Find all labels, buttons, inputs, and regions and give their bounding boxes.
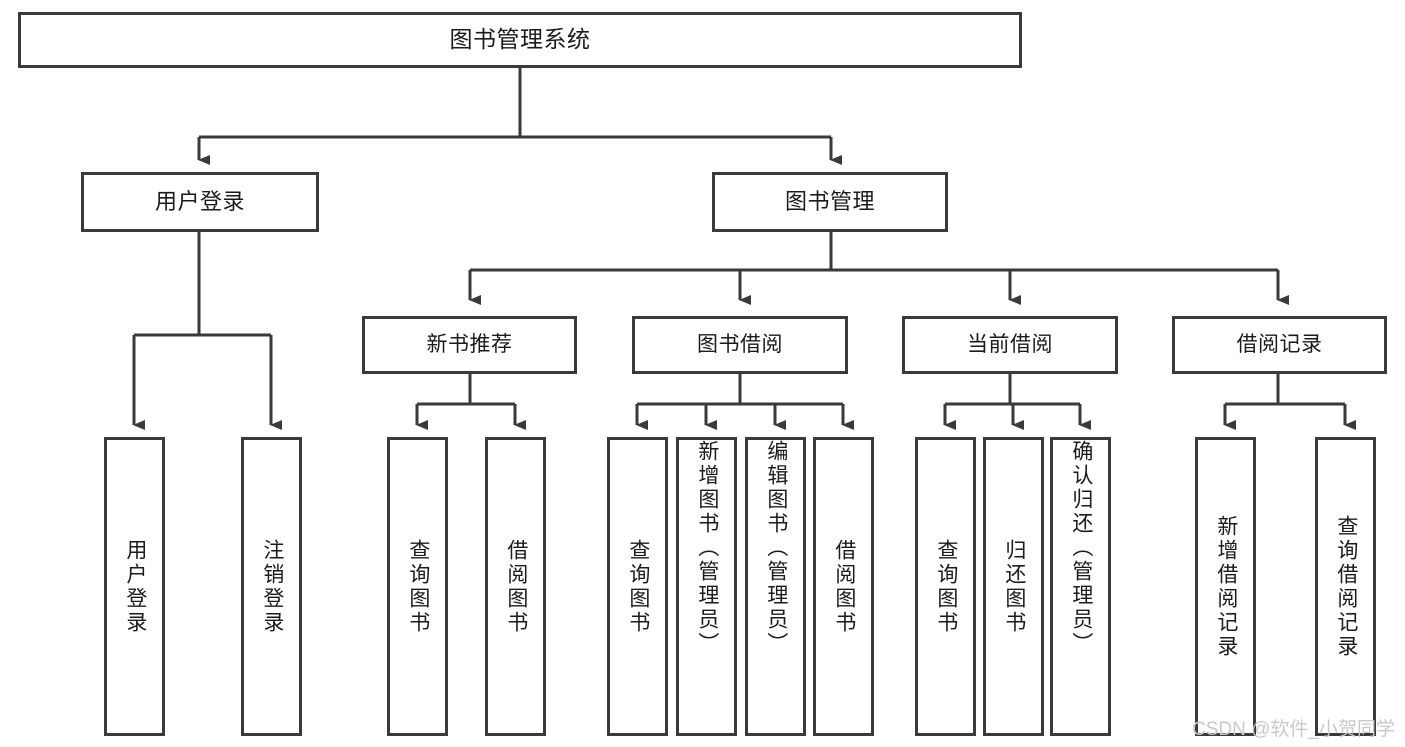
node-leaf-query-book-3[interactable]: 查询图书 [915, 437, 976, 736]
node-borrow-record-label: 借阅记录 [1236, 332, 1323, 356]
node-book-management[interactable]: 图书管理 [712, 172, 948, 232]
node-leaf-logout-login[interactable]: 注销登录 [241, 437, 302, 736]
node-leaf-confirm-return[interactable]: 确认归还（管理员） [1050, 437, 1111, 736]
node-leaf-edit-book-label: 编辑图书（管理员） [764, 440, 788, 656]
node-leaf-add-book-label: 新增图书（管理员） [695, 440, 719, 656]
node-leaf-edit-book[interactable]: 编辑图书（管理员） [745, 437, 806, 736]
node-book-management-label: 图书管理 [784, 189, 875, 215]
node-leaf-borrow-book-2-label: 借阅图书 [832, 538, 856, 635]
node-user-login[interactable]: 用户登录 [81, 172, 319, 232]
node-leaf-add-record[interactable]: 新增借阅记录 [1195, 437, 1256, 736]
node-leaf-logout-login-label: 注销登录 [260, 538, 284, 635]
node-leaf-user-login-label: 用户登录 [123, 538, 147, 635]
node-leaf-add-record-label: 新增借阅记录 [1214, 514, 1238, 659]
node-leaf-borrow-book-2[interactable]: 借阅图书 [813, 437, 874, 736]
node-leaf-query-book-2-label: 查询图书 [626, 538, 650, 635]
node-book-borrow-label: 图书借阅 [697, 332, 783, 356]
node-current-borrow-label: 当前借阅 [967, 332, 1053, 356]
node-leaf-query-book-2[interactable]: 查询图书 [607, 437, 668, 736]
node-leaf-query-book-1-label: 查询图书 [406, 538, 430, 635]
node-leaf-borrow-book-1[interactable]: 借阅图书 [485, 437, 546, 736]
node-leaf-return-book[interactable]: 归还图书 [983, 437, 1044, 736]
node-leaf-query-book-3-label: 查询图书 [934, 538, 958, 635]
node-leaf-return-book-label: 归还图书 [1002, 538, 1026, 635]
node-user-login-label: 用户登录 [154, 189, 245, 215]
node-current-borrow[interactable]: 当前借阅 [902, 316, 1118, 374]
node-root[interactable]: 图书管理系统 [18, 12, 1022, 68]
node-root-label: 图书管理系统 [449, 26, 591, 53]
node-new-book-recommend[interactable]: 新书推荐 [362, 316, 577, 374]
node-leaf-user-login[interactable]: 用户登录 [104, 437, 165, 736]
csdn-watermark: CSDN @软件_小贺同学 [1192, 719, 1395, 740]
node-leaf-query-book-1[interactable]: 查询图书 [387, 437, 448, 736]
node-leaf-query-record[interactable]: 查询借阅记录 [1315, 437, 1376, 736]
node-leaf-borrow-book-1-label: 借阅图书 [504, 538, 528, 635]
node-leaf-confirm-return-label: 确认归还（管理员） [1069, 440, 1093, 656]
node-new-book-recommend-label: 新书推荐 [426, 332, 513, 356]
node-leaf-add-book[interactable]: 新增图书（管理员） [676, 437, 737, 736]
node-borrow-record[interactable]: 借阅记录 [1172, 316, 1387, 374]
node-book-borrow[interactable]: 图书借阅 [632, 316, 848, 374]
node-leaf-query-record-label: 查询借阅记录 [1334, 514, 1358, 659]
